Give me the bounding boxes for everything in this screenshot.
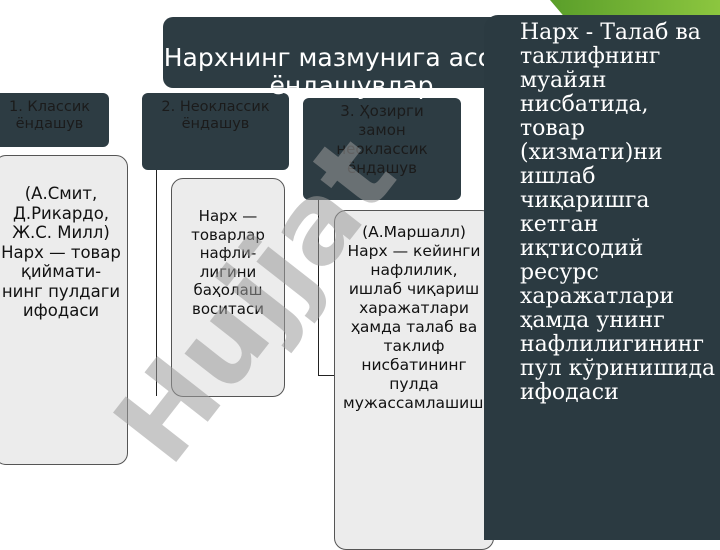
page-title: Нархнинг мазмунига асосий ёндашувлар <box>163 17 540 100</box>
classic-approach-header: 1. Классик ёндашув <box>0 93 109 147</box>
neoclassic-approach-header: 2. Неоклассик ёндашув <box>142 93 289 170</box>
neoclassic-approach-card: Нарх — товарлар нафли-лигини баҳолаш вос… <box>171 178 285 397</box>
connector-line <box>318 375 334 376</box>
definition-text: Нарх - Талаб ва таклифнинг муайян нисбат… <box>520 20 716 405</box>
modern-approach-card: (А.Маршалл) Нарх — кейинги нафлилик, ишл… <box>334 210 498 550</box>
modern-approach-header: 3. Ҳозирги замон неоклассик ёндашув <box>303 98 461 200</box>
classic-approach-card: (А.Смит, Д.Рикардо, Ж.С. Милл) Нарх — то… <box>0 155 128 465</box>
connector-line <box>156 170 157 396</box>
definition-panel: Нарх - Талаб ва таклифнинг муайян нисбат… <box>484 15 720 540</box>
connector-line <box>318 200 319 376</box>
